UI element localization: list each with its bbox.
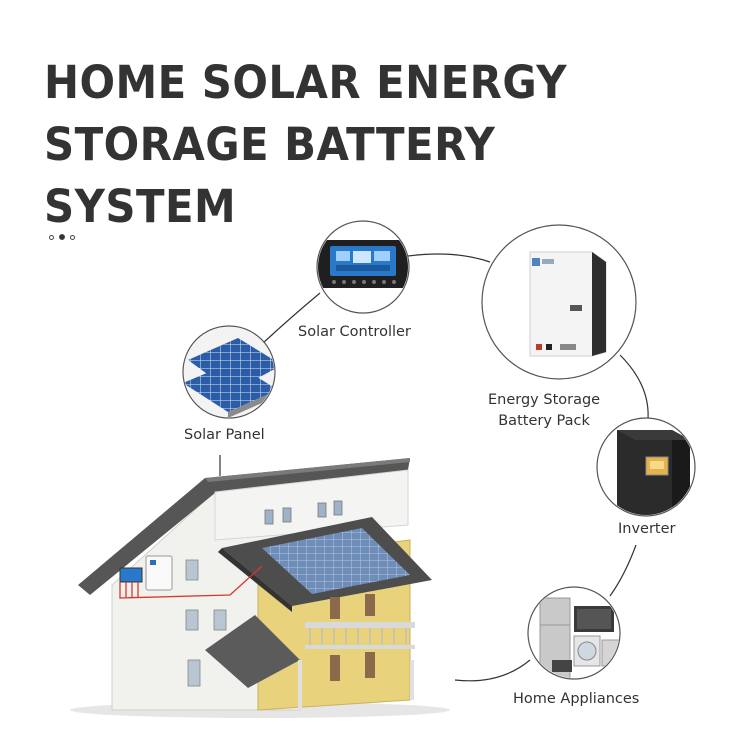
- label-solar-controller: Solar Controller: [298, 324, 411, 340]
- connector-lines: [219, 253, 649, 682]
- label-inverter: Inverter: [618, 521, 676, 537]
- connector-battery-inverter: [619, 354, 649, 420]
- title-line-1: HOME SOLAR ENERGY: [44, 56, 568, 109]
- appliances-icon: [527, 586, 621, 680]
- page-title: HOME SOLAR ENERGY STORAGE BATTERY SYSTEM: [44, 52, 686, 238]
- pager-dot[interactable]: [70, 234, 75, 240]
- label-battery-pack: Energy Storage Battery Pack: [488, 390, 600, 432]
- label-battery-pack-line-2: Battery Pack: [498, 413, 590, 429]
- red-wiring: [119, 565, 263, 599]
- pager-dot[interactable]: [49, 234, 54, 240]
- charge-controller-icon: [316, 220, 410, 314]
- house-illustration: [70, 458, 450, 718]
- connector-controller-battery: [407, 253, 491, 263]
- pager-dots[interactable]: [49, 234, 75, 240]
- inverter-icon: [596, 417, 696, 517]
- label-home-appliances: Home Appliances: [513, 691, 640, 707]
- pager-dot-active[interactable]: [59, 234, 65, 240]
- solar-panel-icon: [182, 325, 276, 419]
- label-battery-pack-line-1: Energy Storage: [488, 392, 601, 408]
- title-line-2: STORAGE BATTERY SYSTEM: [44, 118, 496, 233]
- connector-inverter-appliances: [609, 544, 637, 597]
- label-solar-panel: Solar Panel: [184, 427, 265, 443]
- connector-house-appliances: [454, 659, 531, 682]
- connector-panel-controller: [261, 292, 321, 345]
- battery-pack-icon: [481, 224, 637, 380]
